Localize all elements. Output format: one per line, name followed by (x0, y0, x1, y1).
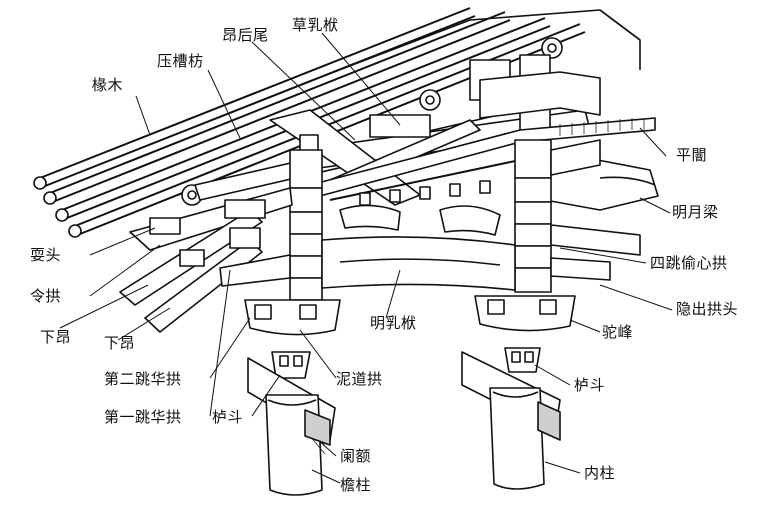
label-architrave: 阑额 (340, 447, 372, 465)
purlins (181, 37, 563, 206)
label-lower-cantilever-2: 下昂 (104, 334, 136, 352)
right-bracket-stack (514, 139, 641, 293)
main-beam (321, 204, 516, 291)
inner-column (461, 351, 561, 490)
label-crescent-beam: 明月梁 (672, 203, 719, 221)
label-relief-bracket-head: 隐出拱头 (676, 300, 739, 318)
left-bracket-stack (289, 149, 323, 301)
label-lower-cantilever-1: 下昂 (40, 328, 72, 346)
left-cantilevers (119, 187, 293, 333)
label-mud-bracket: 泥道拱 (336, 370, 383, 388)
label-ling-bracket: 令拱 (30, 287, 62, 305)
label-four-tier-bracket: 四跳偷心拱 (650, 254, 728, 272)
label-eave-column: 檐柱 (340, 476, 372, 494)
label-first-tier-bracket: 第一跳华拱 (104, 408, 182, 426)
label-ceiling-panel: 平闇 (676, 146, 708, 164)
label-cap-block-right: 栌斗 (574, 376, 606, 394)
label-eave-purlin-tie: 压槽枋 (157, 52, 204, 70)
label-upper-beam: 草乳栿 (292, 16, 339, 34)
cap-blocks (271, 347, 541, 379)
label-inner-column: 内柱 (584, 464, 616, 482)
label-rafter: 椽木 (92, 76, 124, 94)
eave-column (247, 357, 336, 496)
leader-lines (59, 32, 673, 484)
label-camel-hump: 驼峰 (602, 323, 634, 341)
label-beam-head: 耍头 (30, 246, 62, 264)
lower-brackets (244, 295, 576, 336)
label-cap-block-left: 栌斗 (212, 408, 244, 426)
label-cantilever-tail: 昂后尾 (222, 26, 269, 44)
label-main-beam: 明乳栿 (370, 314, 417, 332)
label-second-tier-bracket: 第二跳华拱 (104, 370, 182, 388)
